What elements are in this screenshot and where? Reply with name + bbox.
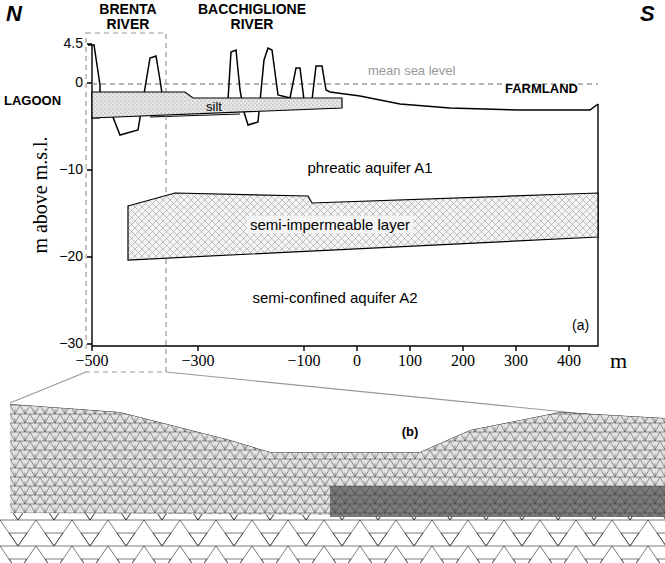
- layer-polygon: [128, 193, 598, 260]
- zoom-box: [10, 33, 655, 421]
- panel-label: (a): [572, 318, 589, 333]
- y-tick-label: 0: [73, 75, 85, 90]
- y-tick-label: −30: [57, 336, 85, 351]
- y-tick-label: −20: [57, 249, 85, 264]
- area-name: LAGOON: [4, 94, 61, 108]
- x-tick-label: −100: [285, 352, 322, 370]
- x-tick-label: −300: [179, 352, 216, 370]
- compass-south: S: [640, 2, 655, 26]
- x-tick-label: 0: [351, 352, 363, 370]
- layer-label: semi-impermeable layer: [247, 216, 413, 233]
- x-tick-label: 400: [555, 352, 583, 370]
- plot-frame: [87, 44, 598, 351]
- compass-north: N: [6, 2, 22, 26]
- x-tick-label: 200: [449, 352, 477, 370]
- ground-surface: [88, 45, 598, 135]
- layer-label: silt: [206, 100, 222, 113]
- y-tick-label: −10: [57, 162, 85, 177]
- x-tick-label: 100: [396, 352, 424, 370]
- panel-label: (b): [400, 425, 421, 439]
- area-name: FARMLAND: [505, 82, 578, 96]
- layer-polygon: [92, 92, 342, 118]
- y-tick-label: 4.5: [62, 36, 85, 51]
- silt-layer: silt: [92, 92, 342, 118]
- aquifer-name: phreatic aquifer A1: [307, 160, 432, 177]
- finite-element-mesh: [0, 404, 665, 563]
- x-tick-label: 300: [502, 352, 530, 370]
- semi-impermeable-layer: semi-impermeable layer: [128, 193, 598, 260]
- river-name: BACCHIGLIONE RIVER: [187, 2, 317, 33]
- river-name: BRENTA RIVER: [91, 2, 166, 33]
- aquifer-name: semi-confined aquifer A2: [252, 290, 417, 307]
- axis-unit: m: [610, 349, 627, 373]
- sea-level-label: mean sea level: [368, 64, 455, 78]
- x-tick-label: −500: [73, 352, 110, 370]
- axis-title: m above m.s.l.: [29, 136, 51, 253]
